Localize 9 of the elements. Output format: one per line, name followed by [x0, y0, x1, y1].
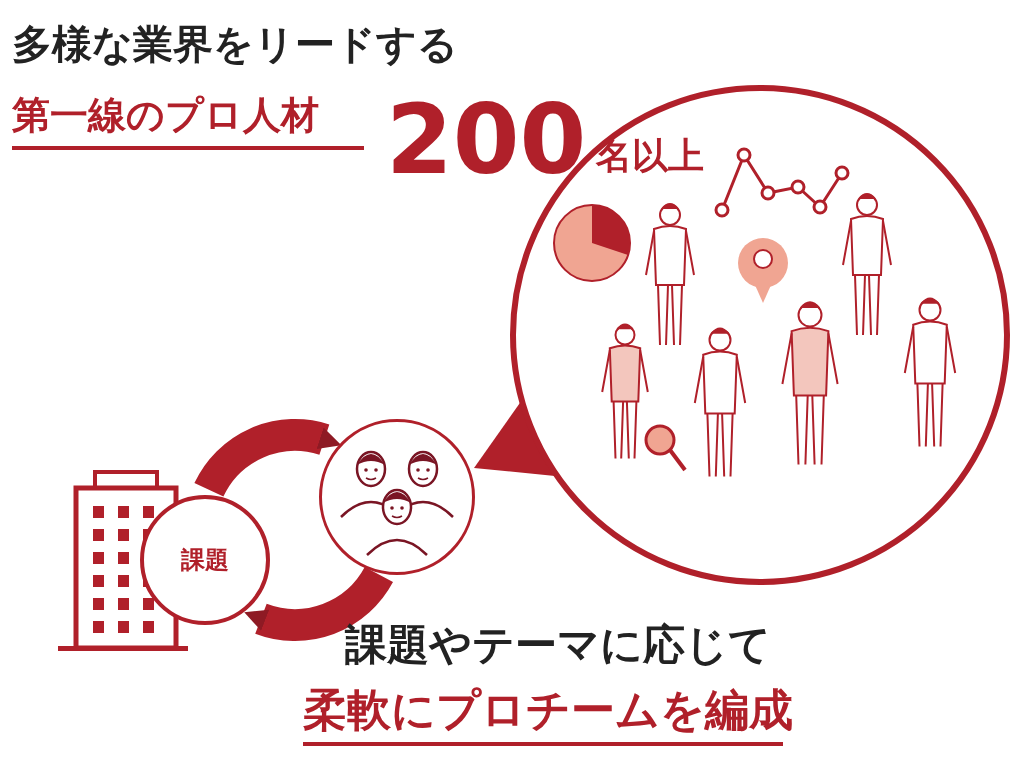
heading: 多様な業界をリードする: [12, 24, 458, 64]
tagline: 柔軟にプロチームを編成: [303, 688, 793, 732]
circle-label: 課題: [181, 545, 229, 576]
count-number: 200: [386, 92, 587, 188]
count-unit: 名以上: [596, 138, 704, 174]
subheading: 第一線のプロ人材: [12, 96, 319, 134]
cycle-arrow: [243, 566, 393, 641]
cycle-arrow: [194, 419, 342, 498]
tagline: 課題やテーマに応じて: [345, 624, 771, 666]
